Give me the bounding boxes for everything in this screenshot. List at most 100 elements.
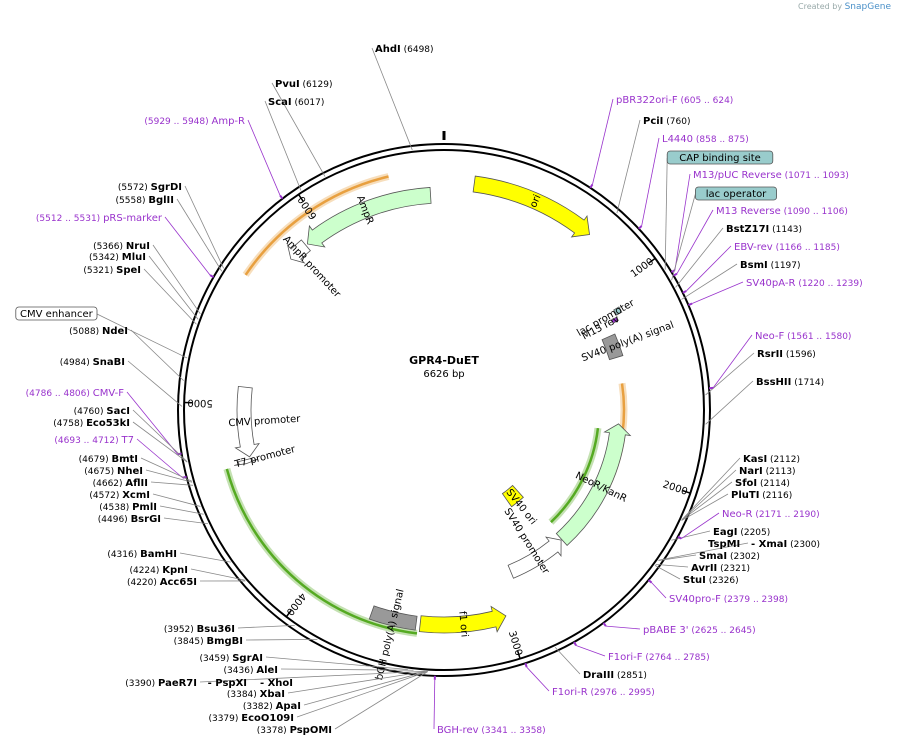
primer-label: (4786 .. 4806) CMV-F xyxy=(26,388,125,399)
site-label: SfoI (2114) xyxy=(735,478,790,489)
leader-line xyxy=(691,281,744,304)
orf-halo xyxy=(242,173,390,277)
feature-coord: (4758) xyxy=(53,419,86,429)
leader-line xyxy=(651,582,667,599)
leader-line xyxy=(675,227,724,288)
plasmid-length: 6626 bp xyxy=(423,369,464,380)
cap-binding-site-label: CAP binding site xyxy=(679,153,761,164)
feature-coord: (1596) xyxy=(783,350,816,360)
feature-name: NheI xyxy=(117,466,143,477)
primer-label: (5512 .. 5531) pRS-marker xyxy=(36,213,163,224)
site-label: (4220) Acc65I xyxy=(127,577,197,588)
site-label: (4675) NheI xyxy=(84,466,143,477)
feature-name: - PspXI xyxy=(208,678,247,689)
leader-line xyxy=(143,268,197,325)
site-label: - XmaI (2300) xyxy=(751,539,820,550)
primer-label: Neo-F (1561 .. 1580) xyxy=(755,331,851,342)
feature-name: SmaI xyxy=(699,551,727,562)
leader-line xyxy=(237,624,295,629)
feature-coord: (3379) xyxy=(208,714,241,724)
feature-name: Bsu36I xyxy=(197,624,235,635)
leader-line xyxy=(136,438,183,479)
primer-label: Neo-R (2171 .. 2190) xyxy=(722,509,820,520)
feature-name: AflII xyxy=(125,478,148,489)
leader-line xyxy=(592,98,614,185)
tick-mark xyxy=(285,609,292,618)
site-label: SmaI (2302) xyxy=(699,551,760,562)
primer-label: F1ori-R (2976 .. 2995) xyxy=(552,687,655,698)
feature-coord: (2300) xyxy=(787,540,820,550)
feature-coord: (2302) xyxy=(727,552,760,562)
feature-coord: (4224) xyxy=(129,566,162,576)
feature-name: ScaI xyxy=(268,97,292,108)
leader-line xyxy=(265,656,408,670)
site-label: (4496) BsrGI xyxy=(98,514,161,525)
feature-name: Acc65I xyxy=(160,577,197,588)
primer-label: SV40pA-R (1220 .. 1239) xyxy=(746,278,863,289)
tick-label: 4000 xyxy=(284,590,308,617)
primer-mark xyxy=(177,452,182,456)
feature-coord: (2114) xyxy=(757,479,790,489)
feature-name: ApaI xyxy=(276,701,301,712)
leader-layer xyxy=(96,47,755,730)
ori-label: ori xyxy=(528,193,543,209)
leader-line xyxy=(681,263,738,300)
site-label: (5342) MluI xyxy=(89,252,146,263)
feature-name: SnaBI xyxy=(93,357,125,368)
leader-line xyxy=(681,469,737,521)
feature-name: BglII xyxy=(148,195,174,206)
plasmid-name: GPR4-DuET xyxy=(409,354,479,367)
site-label: BssHII (1714) xyxy=(756,377,824,388)
leader-line xyxy=(681,457,741,520)
feature-coord: (3382) xyxy=(243,702,276,712)
leader-line xyxy=(575,645,606,657)
site-label: (5321) SpeI xyxy=(83,265,141,276)
tick-mark xyxy=(648,257,656,264)
feature-coord: (4662) xyxy=(93,479,126,489)
primer-mark xyxy=(688,302,693,307)
tick-label: 3000 xyxy=(506,630,524,658)
orf-line xyxy=(225,468,418,635)
lac-promoter-feature xyxy=(613,306,623,316)
leader-line xyxy=(658,542,749,561)
feature-name: pBR322ori-F xyxy=(616,95,678,106)
leader-line xyxy=(641,137,660,227)
site-label: (5572) SgrDI xyxy=(118,182,182,193)
feature-name: SfoI xyxy=(735,478,757,489)
leader-line xyxy=(179,552,231,563)
leader-line xyxy=(126,391,178,455)
cmv-promoter-feature xyxy=(234,385,260,458)
primer-label: SV40pro-F (2379 .. 2398) xyxy=(669,594,788,605)
feature-coord: (4693 .. 4712) xyxy=(54,436,121,446)
site-label: (4224) KpnI xyxy=(129,565,188,576)
site-label: (3436) AleI xyxy=(224,665,278,676)
feature-name: TspMI xyxy=(708,539,740,550)
primer-label: (4693 .. 4712) T7 xyxy=(54,435,134,446)
site-label: (3379) EcoO109I xyxy=(208,713,294,724)
feature-coord: (4675) xyxy=(84,467,117,477)
feature-coord: (2764 .. 2785) xyxy=(642,653,709,663)
feature-coord: (2321) xyxy=(717,564,750,574)
feature-coord: (5929 .. 5948) xyxy=(144,117,211,127)
leader-line xyxy=(184,185,224,269)
feature-coord: (2379 .. 2398) xyxy=(721,595,788,605)
feature-name: AleI xyxy=(256,665,278,676)
feature-name: SpeI xyxy=(116,265,141,276)
feature-name: Amp-R xyxy=(212,116,246,127)
primer-label: (5929 .. 5948) Amp-R xyxy=(144,116,245,127)
feature-coord: (4220) xyxy=(127,578,160,588)
feature-name: SacI xyxy=(106,406,130,417)
feature-coord: (605 .. 624) xyxy=(678,96,734,106)
feature-name: AhdI xyxy=(375,44,401,55)
leader-line xyxy=(654,565,681,580)
lac-operator-box xyxy=(695,186,778,201)
feature-name: F1ori-F xyxy=(608,652,643,663)
site-label: PvuI (6129) xyxy=(275,79,332,90)
feature-name: RsrII xyxy=(757,349,783,360)
feature-name: DraIII xyxy=(583,670,614,681)
leader-line xyxy=(145,469,193,483)
feature-name: KasI xyxy=(743,454,767,465)
primer-mark xyxy=(589,183,594,189)
leader-line xyxy=(247,119,281,196)
primer-mark xyxy=(677,535,682,540)
